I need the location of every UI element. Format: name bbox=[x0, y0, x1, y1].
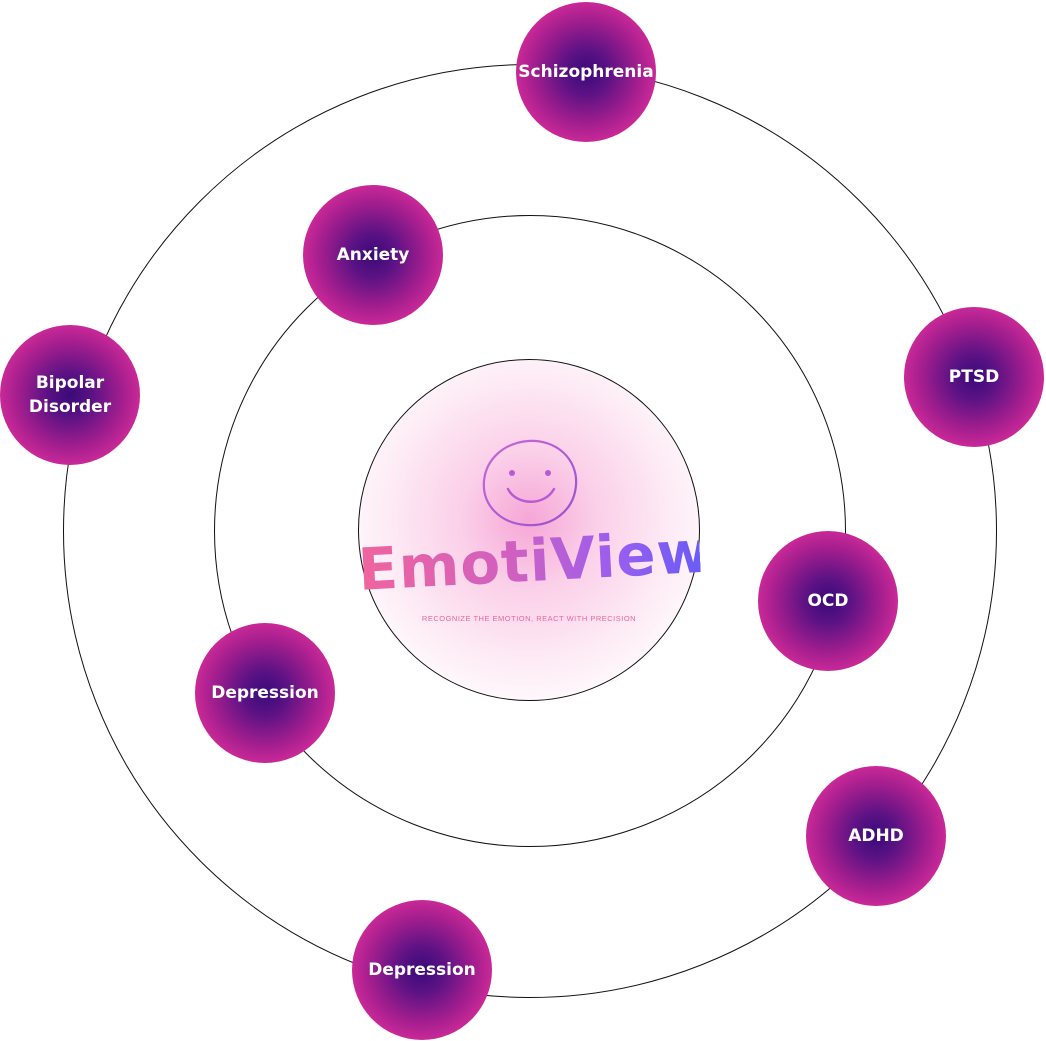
node-label: OCD bbox=[807, 591, 849, 611]
brand-tagline: RECOGNIZE THE EMOTION, REACT WITH PRECIS… bbox=[421, 614, 637, 623]
node-label: ADHD bbox=[848, 826, 904, 846]
node-ptsd[interactable]: PTSD bbox=[904, 307, 1044, 447]
node-label: Anxiety bbox=[336, 245, 410, 265]
node-depression-middle[interactable]: Depression bbox=[195, 623, 335, 763]
node-label: Depression bbox=[211, 683, 319, 703]
node-label: PTSD bbox=[948, 367, 1000, 387]
inner-orbit-ring bbox=[358, 359, 700, 701]
node-label: Schizophrenia bbox=[518, 62, 654, 82]
node-label: Depression bbox=[368, 960, 476, 980]
middle-orbit-ring bbox=[214, 215, 846, 847]
smiley-face-icon bbox=[482, 439, 578, 527]
node-depression-outer[interactable]: Depression bbox=[352, 900, 492, 1040]
node-adhd[interactable]: ADHD bbox=[806, 766, 946, 906]
node-schizophrenia[interactable]: Schizophrenia bbox=[516, 2, 656, 142]
node-bipolar-disorder[interactable]: Bipolar Disorder bbox=[0, 325, 140, 465]
brand-name: EmotiView bbox=[356, 517, 713, 604]
node-anxiety[interactable]: Anxiety bbox=[303, 185, 443, 325]
node-ocd[interactable]: OCD bbox=[758, 531, 898, 671]
center-logo: EmotiView RECOGNIZE THE EMOTION, REACT W… bbox=[356, 359, 713, 701]
node-label: Bipolar Disorder bbox=[28, 373, 112, 417]
